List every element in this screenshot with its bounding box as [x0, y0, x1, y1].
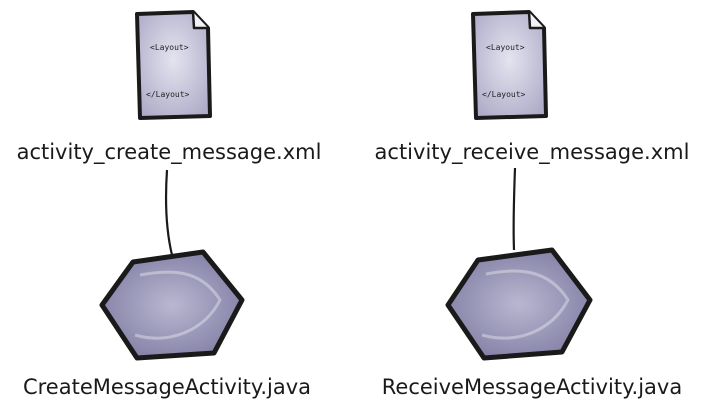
- layout-filename-left: activity_create_message.xml: [16, 140, 322, 164]
- layout-document-icon-left: <Layout> </Layout>: [135, 10, 212, 120]
- layout-open-tag-right: <Layout>: [486, 43, 525, 52]
- layout-filename-right: activity_receive_message.xml: [374, 140, 690, 164]
- connector-line-right: [512, 167, 517, 251]
- layout-open-tag-left: <Layout>: [150, 43, 189, 52]
- connector-line-left: [164, 169, 174, 256]
- layout-close-tag-right: </Layout>: [482, 90, 526, 99]
- activity-hexagon-icon-left: [99, 249, 245, 361]
- activity-filename-right: ReceiveMessageActivity.java: [381, 375, 683, 399]
- activity-filename-left: CreateMessageActivity.java: [22, 375, 312, 399]
- activity-hexagon-icon-right: [445, 247, 593, 361]
- layout-document-icon-right: <Layout> </Layout>: [471, 10, 548, 120]
- layout-close-tag-left: </Layout>: [146, 90, 190, 99]
